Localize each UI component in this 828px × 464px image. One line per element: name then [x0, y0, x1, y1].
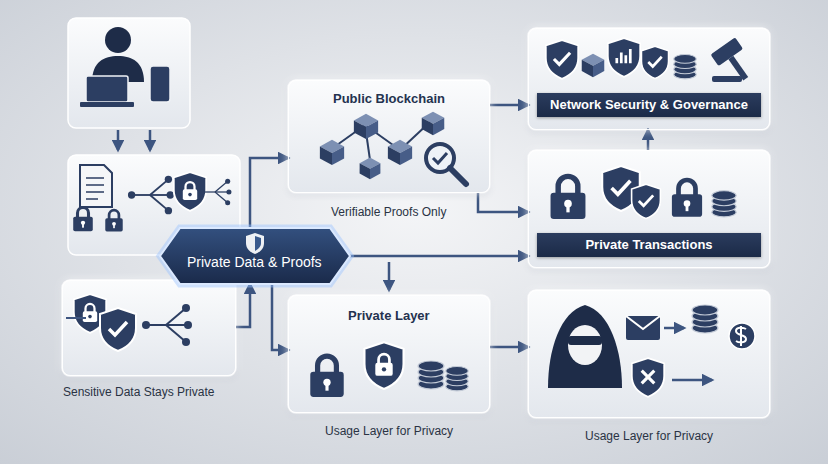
panel-heading: Public Blockchain: [333, 91, 445, 107]
flow-arrow: [647, 130, 650, 150]
flow-arrow: [236, 284, 250, 327]
panel-caption: Verifiable Proofs Only: [331, 205, 446, 219]
blockchain-panel: Public BlockchainVerifiable Proofs Only: [288, 80, 490, 193]
flow-arrow: [490, 346, 528, 349]
hexagon-hub: Private Data & Proofs: [160, 228, 350, 284]
data-panel: Sensitive Data Stays Private: [62, 280, 236, 376]
panel-caption: Usage Layer for Privacy: [585, 429, 713, 443]
hub-label: Private Data & Proofs: [187, 254, 322, 271]
security-panel: Network Security & Governance: [528, 28, 770, 130]
panel-caption: Sensitive Data Stays Private: [63, 385, 214, 399]
panel-caption: Usage Layer for Privacy: [325, 424, 453, 438]
flow-arrow: [272, 284, 288, 350]
flow-arrow: [478, 193, 528, 212]
panel-bar-label: Private Transactions: [537, 233, 761, 257]
flow-arrow: [490, 104, 528, 107]
flow-arrow: [250, 158, 288, 228]
transactions-panel: Private Transactions: [528, 150, 770, 268]
panel-bar-label: Network Security & Governance: [537, 93, 761, 117]
private-layer-panel: Private LayerUsage Layer for Privacy: [288, 295, 490, 413]
flow-arrow: [350, 255, 528, 258]
threat-panel: Usage Layer for Privacy: [528, 290, 770, 418]
panel-heading: Private Layer: [348, 308, 430, 324]
